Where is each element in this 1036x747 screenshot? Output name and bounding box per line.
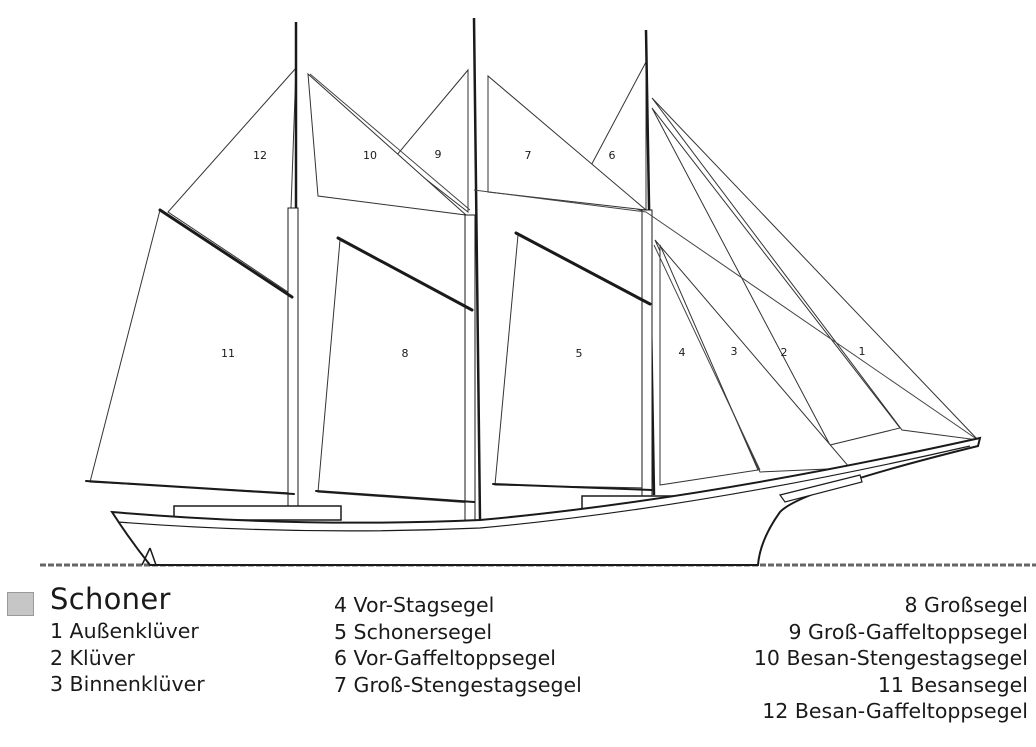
legend-item: 7 Groß-Stengestagsegel	[334, 672, 582, 697]
sail-number-12: 12	[253, 149, 267, 162]
legend-column-3: 8 Großsegel 9 Groß-Gaffeltoppsegel 10 Be…	[754, 592, 1028, 725]
sail-number-10: 10	[363, 149, 377, 162]
sail-7-main-topmast-staysail	[487, 74, 648, 211]
sails	[89, 61, 980, 504]
sail-number-labels: 1 2 3 4 5 6 7 8 9 10 11 12	[221, 148, 866, 360]
sail-10-mizzen-topmast-staysail	[307, 72, 468, 216]
legend-item: 3 Binnenklüver	[50, 672, 205, 696]
legend-item: 6 Vor-Gaffeltoppsegel	[334, 646, 556, 670]
sail-number-9: 9	[435, 148, 442, 161]
legend-item: 8 Großsegel	[904, 593, 1029, 617]
legend-item: 4 Vor-Stagsegel	[334, 593, 495, 617]
hull	[110, 436, 982, 566]
rigging	[309, 73, 979, 471]
sail-number-8: 8	[402, 347, 409, 360]
legend-item: 2 Klüver	[50, 645, 135, 670]
schooner-drawing: 1 2 3 4 5 6 7 8 9 10 11 12	[40, 17, 1036, 567]
sail-1-outer-jib	[651, 97, 980, 441]
legend-item: 5 Schonersegel	[334, 619, 493, 644]
sail-8-mainsail	[317, 239, 473, 504]
legend-item: 9 Groß-Gaffeltoppsegel	[788, 619, 1028, 644]
sail-2-jib	[651, 107, 901, 446]
sail-number-2: 2	[781, 346, 788, 359]
sail-number-4: 4	[679, 346, 686, 359]
sail-5-fore-sail	[494, 234, 649, 489]
sail-number-5: 5	[576, 347, 583, 360]
legend-swatch	[7, 592, 34, 616]
legend-column-2: 4 Vor-Stagsegel 5 Schonersegel 6 Vor-Gaf…	[334, 592, 582, 698]
legend-item: 11 Besansegel	[877, 672, 1028, 697]
sail-number-11: 11	[221, 347, 235, 360]
sail-number-3: 3	[731, 345, 738, 358]
legend: Schoner 1 Außenklüver 2 Klüver 3 Binnenk…	[0, 582, 1036, 747]
sail-4-fore-staysail	[659, 244, 759, 486]
sail-number-1: 1	[859, 345, 866, 358]
sail-12-mizzen-gaff-topsail	[167, 66, 297, 293]
spars	[85, 208, 653, 503]
sail-number-6: 6	[609, 149, 616, 162]
legend-item: 1 Außenklüver	[50, 619, 199, 643]
legend-title: Schoner	[50, 582, 171, 616]
legend-item: 10 Besan-Stengestagsegel	[753, 646, 1028, 670]
sail-number-7: 7	[525, 149, 532, 162]
legend-item: 12 Besan-Gaffeltoppsegel	[762, 699, 1028, 723]
legend-column-1: 1 Außenklüver 2 Klüver 3 Binnenklüver	[50, 618, 205, 698]
